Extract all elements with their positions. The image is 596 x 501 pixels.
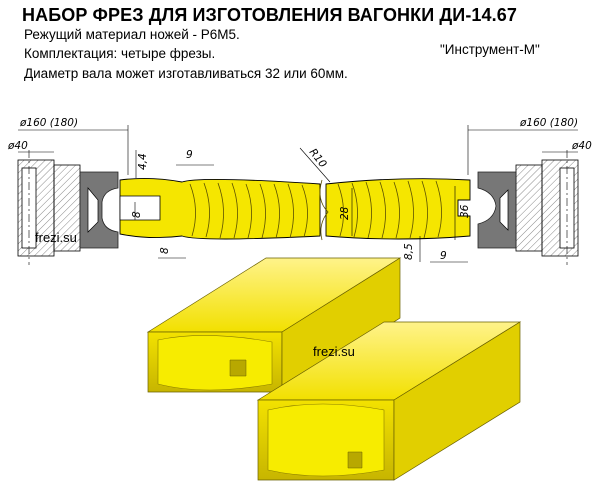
watermark-center: frezi.su [313,344,355,359]
board-3d-back [146,257,402,393]
board-3d-front [256,321,522,481]
dim-radius-10: R10 [307,146,329,170]
dim-9-bottom: 9 [440,250,447,262]
dim-8-5: 8,5 [403,243,415,260]
dim-36: 36 [459,204,471,218]
dim-9-top: 9 [186,149,193,161]
page-title: НАБОР ФРЕЗ ДЛЯ ИЗГОТОВЛЕНИЯ ВАГОНКИ ДИ-1… [22,5,517,25]
left-cutter-section [17,150,119,265]
dim-4-4: 4,4 [137,153,149,170]
board-profile-section [119,177,471,241]
dim-8-horizontal: 8 [159,247,171,254]
spec-material: Режущий материал ножей - Р6М5. [24,27,240,42]
left-cutter-knife [79,171,119,249]
dim-diameter-40-left: ø40 [7,140,28,152]
dim-28: 28 [339,206,351,220]
spec-kit: Комплектация: четыре фрезы. [24,46,216,61]
watermark-top: frezi.su [35,230,77,245]
right-cutter-section [477,150,579,265]
manufacturer-name: "Инструмент-М" [440,42,540,57]
dim-diameter-40-right: ø40 [571,140,592,152]
dim-diameter-160-left: ø160 (180) [19,117,78,129]
dimension-lines [18,125,578,263]
spec-shaft: Диаметр вала может изготавливаться 32 ил… [24,66,348,81]
dim-diameter-160-right: ø160 (180) [519,117,578,129]
right-cutter-knife [477,171,517,249]
dim-8-vertical: 8 [131,211,143,218]
